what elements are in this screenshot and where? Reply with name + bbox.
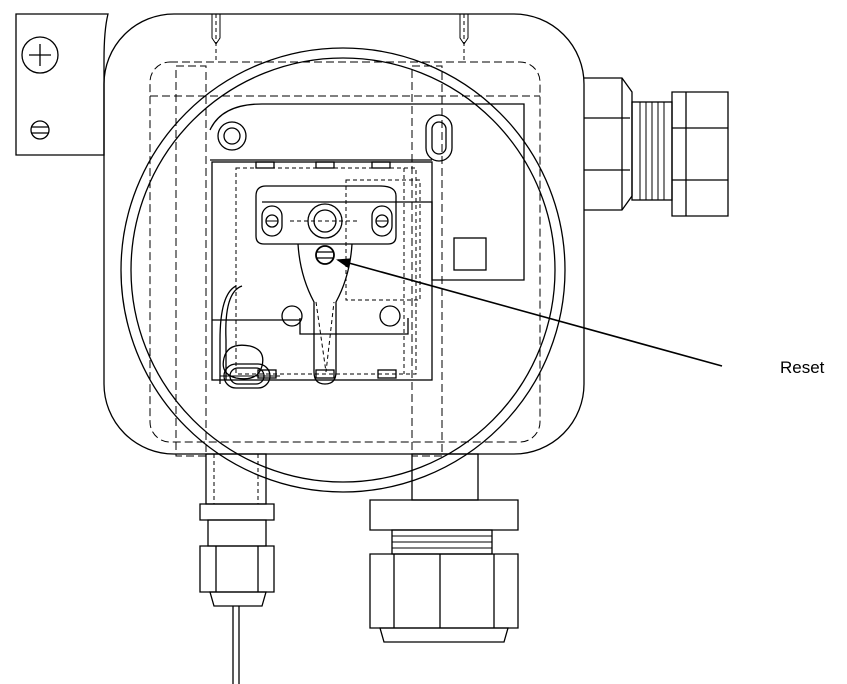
enclosure-housing	[103, 13, 585, 455]
thread-lines-bottom	[392, 535, 492, 549]
reset-callout-arrow	[336, 258, 723, 367]
cable-clamp	[219, 285, 280, 389]
thread-lines-right	[639, 102, 665, 200]
cover-window	[120, 47, 566, 493]
internal-cavity-outline	[149, 61, 541, 457]
bottom-left-cable-gland	[199, 453, 275, 684]
bottom-right-cable-gland	[369, 453, 519, 643]
terminal-plate	[209, 103, 525, 281]
switch-block	[211, 161, 433, 385]
mounting-bracket	[15, 13, 109, 156]
reset-label: Reset	[780, 358, 825, 377]
right-conduit-entry	[584, 77, 729, 217]
